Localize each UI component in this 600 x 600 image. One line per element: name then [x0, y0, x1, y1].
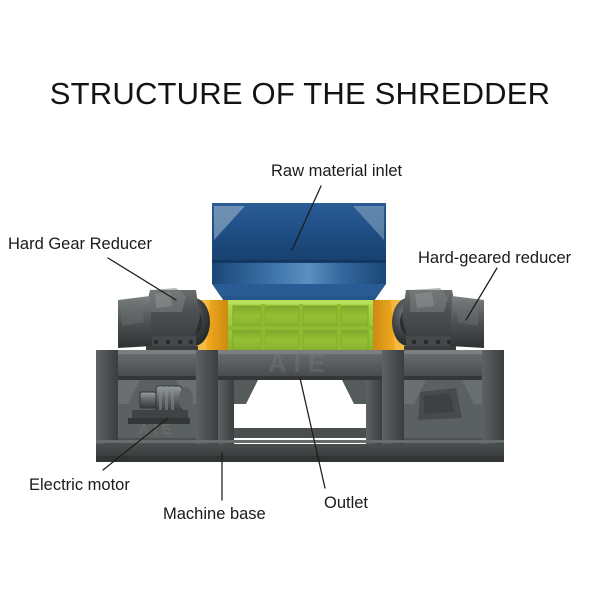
label-raw-material-inlet: Raw material inlet	[271, 162, 403, 180]
page-title: STRUCTURE OF THE SHREDDER	[49, 76, 551, 111]
svg-text:AIE: AIE	[138, 421, 175, 438]
label-outlet: Outlet	[324, 494, 369, 512]
label-electric-motor: Electric motor	[29, 476, 130, 494]
left-gear-reducer-graphic	[118, 288, 210, 354]
label-machine-base: Machine base	[163, 505, 266, 523]
label-hard-geared-reducer: Hard-geared reducer	[418, 249, 572, 267]
label-hard-gear-reducer: Hard Gear Reducer	[8, 235, 152, 253]
svg-text:AIE: AIE	[268, 348, 332, 378]
right-gear-reducer-graphic	[392, 288, 484, 354]
machine-base-graphic: AIE	[96, 348, 504, 462]
